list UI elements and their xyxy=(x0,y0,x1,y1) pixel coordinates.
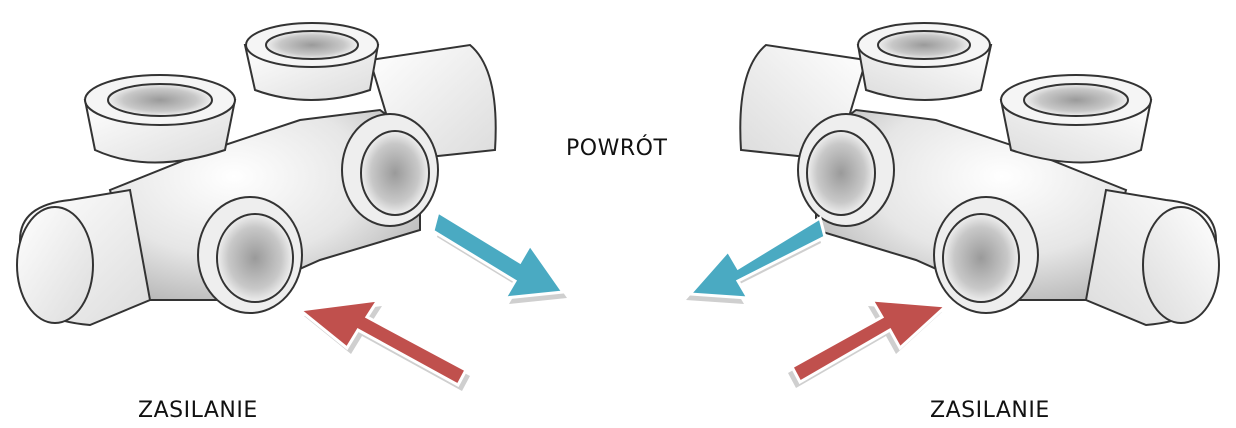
return-arrow-left xyxy=(431,209,567,304)
supply-arrow-right xyxy=(788,298,950,388)
radiator-valve-icon xyxy=(739,22,1220,327)
return-label: POWRÓT xyxy=(566,136,668,161)
supply-arrow-left xyxy=(296,298,470,391)
radiator-valve-icon xyxy=(16,22,497,327)
supply-label-left: ZASILANIE xyxy=(138,398,258,423)
supply-label-right: ZASILANIE xyxy=(930,398,1050,423)
return-arrow-right xyxy=(686,215,827,304)
